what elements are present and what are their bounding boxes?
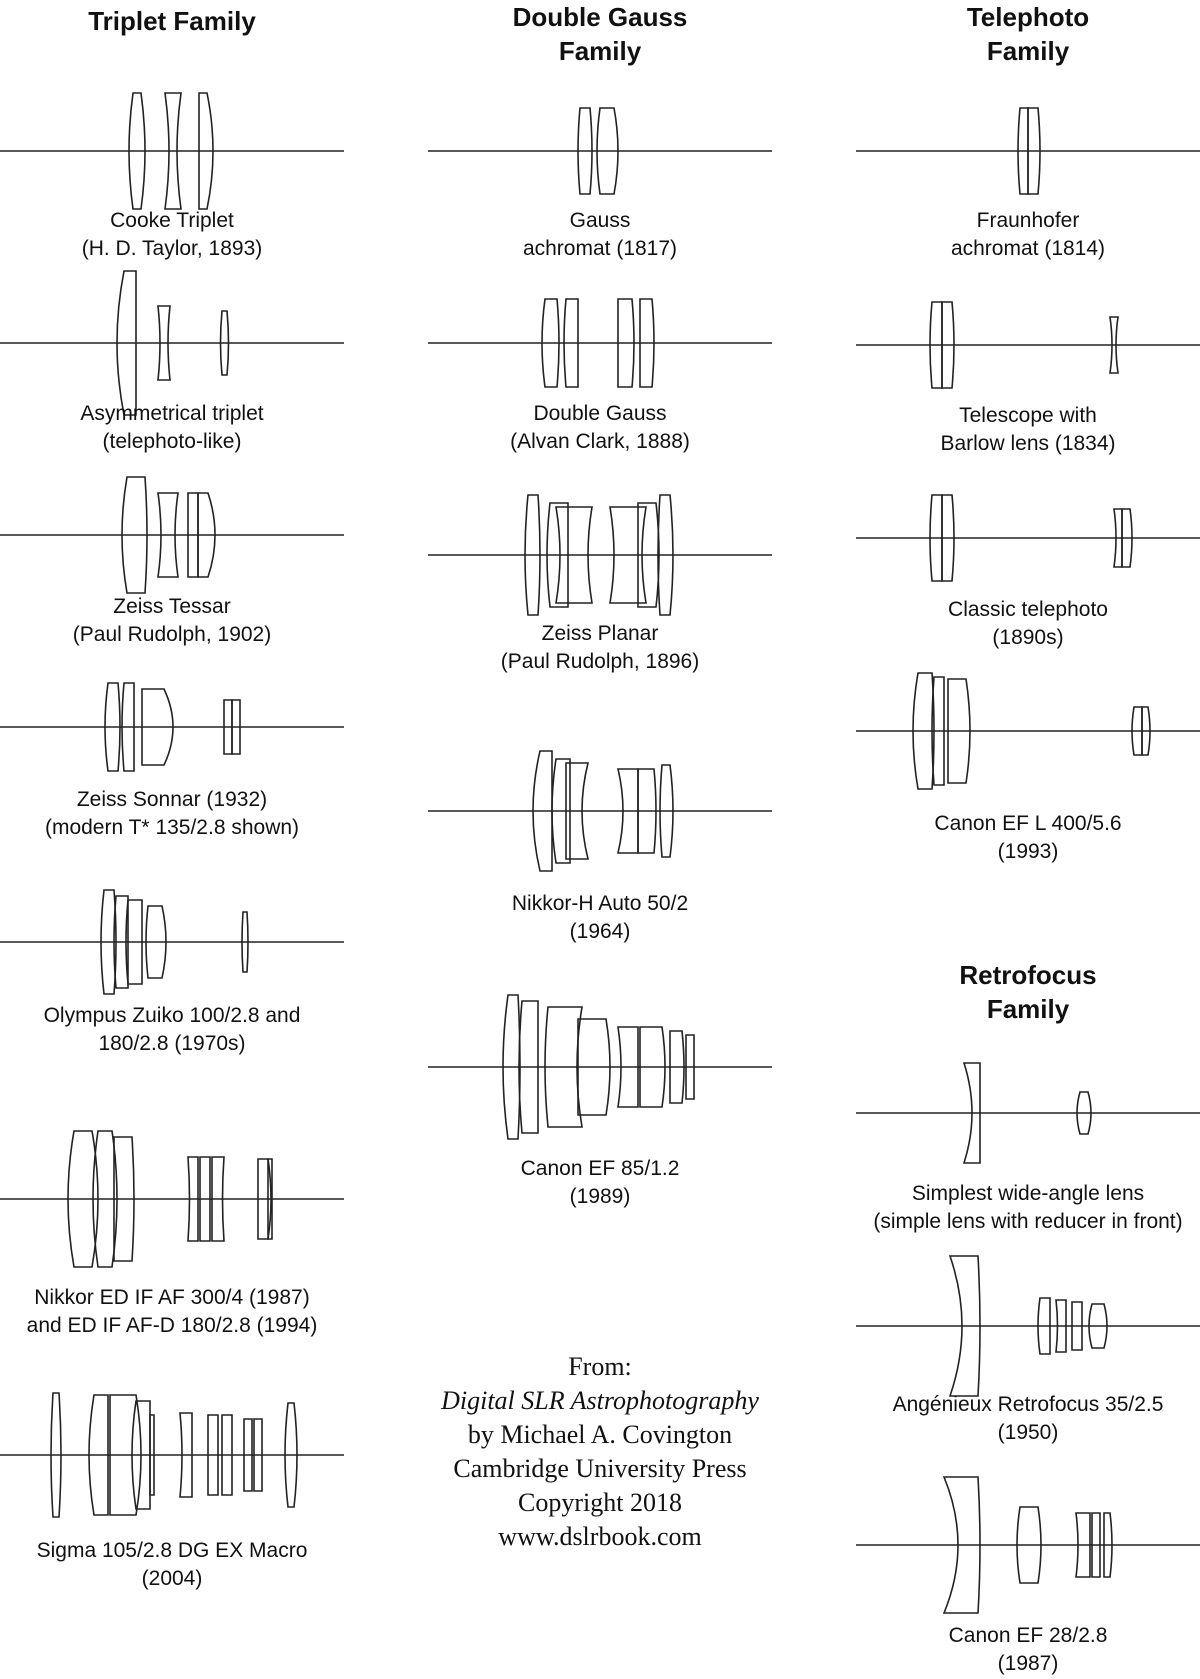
caption-canon-400: Canon EF L 400/5.6 (1993) [856,810,1200,866]
double-gauss-family-title: Double Gauss Family [428,0,772,68]
caption-fraunhofer: Fraunhofer achromat (1814) [856,207,1200,263]
source-url: www.dslrbook.com [498,1522,702,1551]
caption-line: Fraunhofer [976,209,1080,232]
caption-line: Angénieux Retrofocus 35/2.5 [892,1393,1164,1416]
diagram-canon-28 [856,1476,1200,1614]
caption-line: Gauss [569,209,631,232]
caption-line: Canon EF 28/2.8 [948,1624,1108,1647]
diagram-canon-400 [856,672,1200,790]
retrofocus-family-title: Retrofocus Family [856,958,1200,1026]
caption-line: (H. D. Taylor, 1893) [81,237,263,260]
caption-line: (2004) [141,1567,203,1590]
diagram-nikkor-ed [0,1130,344,1268]
caption-cooke-triplet: Cooke Triplet (H. D. Taylor, 1893) [0,207,344,263]
caption-line: (Alvan Clark, 1888) [510,430,690,453]
caption-line: Canon EF L 400/5.6 [934,812,1122,835]
caption-line: (1964) [569,920,631,943]
caption-line: Nikkor ED IF AF 300/4 (1987) [34,1286,310,1309]
caption-olympus-zuiko: Olympus Zuiko 100/2.8 and 180/2.8 (1970s… [0,1002,344,1058]
caption-canon-28: Canon EF 28/2.8 (1987) [856,1622,1200,1678]
caption-line: (simple lens with reducer in front) [873,1210,1183,1233]
book-title-text: Digital SLR Astrophotography [441,1386,759,1415]
telephoto-title-line2: Family [986,36,1070,66]
caption-nikkor-h: Nikkor-H Auto 50/2 (1964) [428,890,772,946]
diagram-asymmetrical-triplet [0,270,344,416]
caption-line: Simplest wide-angle lens [911,1182,1145,1205]
diagram-nikkor-h [428,750,772,872]
diagram-double-gauss [428,298,772,388]
caption-zeiss-tessar: Zeiss Tessar (Paul Rudolph, 1902) [0,593,344,649]
caption-line: achromat (1817) [522,237,678,260]
triplet-family-title: Triplet Family [88,6,256,36]
caption-classic-telephoto: Classic telephoto (1890s) [856,596,1200,652]
source-credit: From: Digital SLR Astrophotography by Mi… [428,1350,772,1554]
caption-line: Telescope with [959,404,1097,427]
caption-line: Olympus Zuiko 100/2.8 and [43,1004,301,1027]
telephoto-title-line1: Telephoto [966,2,1090,32]
caption-line: and ED IF AF-D 180/2.8 (1994) [26,1314,318,1337]
caption-line: Asymmetrical triplet [80,402,264,425]
caption-sigma-macro: Sigma 105/2.8 DG EX Macro (2004) [0,1537,344,1593]
telephoto-family-title: Telephoto Family [856,0,1200,68]
diagram-sigma-macro [0,1392,344,1518]
caption-line: (Paul Rudolph, 1896) [500,650,700,673]
diagram-fraunhofer [856,107,1200,195]
caption-line: Zeiss Sonnar (1932) [76,788,268,811]
retrofocus-title-line1: Retrofocus [959,960,1097,990]
source-author: by Michael A. Covington [467,1420,733,1449]
diagram-simplest-wide-angle [856,1062,1200,1164]
caption-line: achromat (1814) [950,237,1106,260]
source-copyright: Copyright 2018 [518,1488,682,1517]
caption-line: (1993) [997,840,1059,863]
caption-line: Double Gauss [533,402,667,425]
caption-line: Nikkor-H Auto 50/2 [511,892,689,915]
caption-line: Classic telephoto [948,598,1108,621]
diagram-cooke-triplet [0,92,344,210]
caption-line: (Paul Rudolph, 1902) [72,623,272,646]
caption-line: (1987) [997,1652,1059,1675]
caption-line: Canon EF 85/1.2 [520,1157,680,1180]
caption-line: Zeiss Planar [541,622,659,645]
diagram-canon-85 [428,994,772,1140]
caption-line: Cooke Triplet [110,209,234,232]
source-publisher: Cambridge University Press [453,1454,747,1483]
diagram-angenieux [856,1255,1200,1397]
caption-line: Sigma 105/2.8 DG EX Macro [36,1539,308,1562]
diagram-zeiss-planar [428,494,772,616]
caption-simplest-wide-angle: Simplest wide-angle lens (simple lens wi… [856,1180,1200,1236]
diagram-gauss-achromat [428,107,772,195]
caption-line: (telephoto-like) [102,430,242,453]
diagram-barlow [856,301,1200,389]
caption-line: Barlow lens (1834) [940,432,1116,455]
caption-gauss-achromat: Gauss achromat (1817) [428,207,772,263]
caption-line: (1989) [569,1185,631,1208]
diagram-zeiss-sonnar [0,682,344,772]
caption-line: (modern T* 135/2.8 shown) [44,816,300,839]
caption-line: Zeiss Tessar [113,595,231,618]
caption-zeiss-sonnar: Zeiss Sonnar (1932) (modern T* 135/2.8 s… [0,786,344,842]
caption-nikkor-ed: Nikkor ED IF AF 300/4 (1987) and ED IF A… [0,1284,344,1340]
diagram-olympus-zuiko [0,889,344,995]
caption-barlow: Telescope with Barlow lens (1834) [856,402,1200,458]
caption-line: (1890s) [992,626,1064,649]
caption-zeiss-planar: Zeiss Planar (Paul Rudolph, 1896) [428,620,772,676]
double-gauss-title-line2: Family [558,36,642,66]
caption-line: (1950) [997,1421,1059,1444]
diagram-classic-telephoto [856,494,1200,582]
source-from: From: [568,1352,632,1381]
source-book-title: Digital SLR Astrophotography [428,1384,772,1418]
caption-asymmetrical-triplet: Asymmetrical triplet (telephoto-like) [0,400,344,456]
diagram-zeiss-tessar [0,476,344,594]
retrofocus-title-line2: Family [986,994,1070,1024]
caption-double-gauss: Double Gauss (Alvan Clark, 1888) [428,400,772,456]
caption-line: 180/2.8 (1970s) [98,1032,246,1055]
caption-angenieux: Angénieux Retrofocus 35/2.5 (1950) [856,1391,1200,1447]
caption-canon-85: Canon EF 85/1.2 (1989) [428,1155,772,1211]
double-gauss-title-line1: Double Gauss [512,2,688,32]
